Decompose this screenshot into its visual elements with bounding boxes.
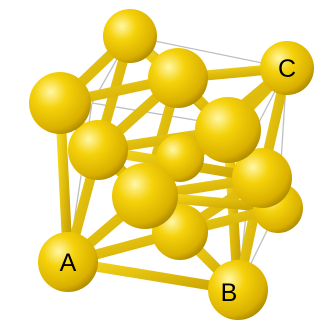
atom	[68, 120, 128, 180]
atom	[38, 232, 98, 292]
atom	[208, 260, 268, 320]
atom	[195, 97, 261, 163]
atom-labels: A B C	[60, 55, 296, 307]
atom	[148, 48, 208, 108]
atom	[103, 9, 157, 63]
atom-label-b: B	[221, 279, 238, 307]
atom-label-a: A	[60, 249, 77, 277]
atom	[112, 163, 178, 229]
atom	[29, 72, 91, 134]
atom	[232, 148, 292, 208]
atom	[156, 134, 204, 182]
atom	[260, 41, 314, 95]
atoms	[29, 9, 314, 320]
atom-label-c: C	[278, 55, 296, 83]
